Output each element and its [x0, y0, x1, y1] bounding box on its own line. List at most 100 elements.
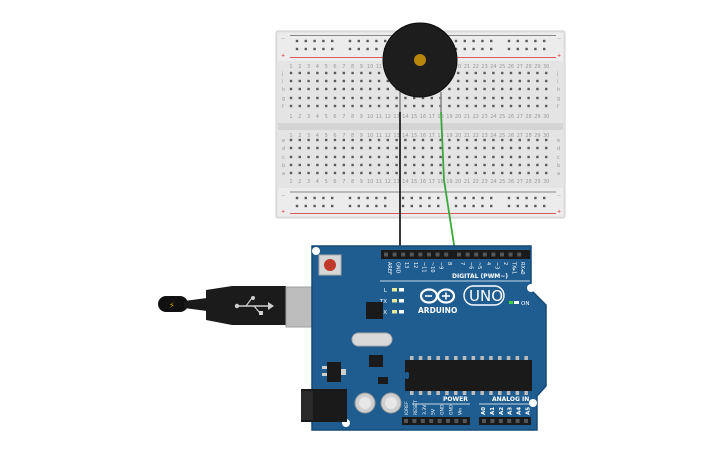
breadboard-hole[interactable]: [509, 96, 513, 100]
breadboard-hole[interactable]: [307, 155, 310, 159]
breadboard-hole[interactable]: [316, 71, 319, 75]
rail-hole[interactable]: [534, 47, 537, 51]
breadboard-hole[interactable]: [369, 71, 372, 75]
breadboard-hole[interactable]: [492, 163, 495, 167]
breadboard-hole[interactable]: [474, 138, 477, 142]
breadboard-hole[interactable]: [448, 163, 451, 167]
rail-hole[interactable]: [525, 47, 528, 51]
breadboard-hole[interactable]: [369, 87, 372, 91]
breadboard-hole[interactable]: [492, 71, 495, 75]
rail-hole[interactable]: [454, 47, 458, 51]
breadboard-hole[interactable]: [509, 138, 513, 142]
header-hole[interactable]: [500, 252, 504, 257]
breadboard-hole[interactable]: [307, 163, 310, 167]
breadboard-hole[interactable]: [377, 79, 381, 83]
breadboard-hole[interactable]: [492, 96, 495, 100]
rail-hole[interactable]: [384, 39, 387, 43]
header-hole[interactable]: [404, 419, 408, 423]
breadboard-hole[interactable]: [413, 138, 416, 142]
breadboard-hole[interactable]: [298, 71, 301, 75]
breadboard-hole[interactable]: [457, 96, 460, 100]
breadboard-hole[interactable]: [360, 146, 363, 150]
breadboard-hole[interactable]: [527, 71, 530, 75]
breadboard-hole[interactable]: [289, 171, 293, 175]
breadboard-hole[interactable]: [289, 138, 293, 142]
breadboard-hole[interactable]: [289, 79, 293, 83]
breadboard-hole[interactable]: [474, 163, 477, 167]
rail-hole[interactable]: [357, 39, 360, 43]
breadboard-hole[interactable]: [474, 79, 477, 83]
breadboard-hole[interactable]: [527, 104, 530, 108]
breadboard-hole[interactable]: [395, 104, 398, 108]
header-hole[interactable]: [465, 252, 470, 257]
rail-hole[interactable]: [410, 204, 413, 208]
breadboard-hole[interactable]: [474, 146, 477, 150]
rail-hole[interactable]: [401, 204, 405, 208]
breadboard-hole[interactable]: [527, 146, 530, 150]
breadboard-hole[interactable]: [386, 171, 389, 175]
rail-hole[interactable]: [375, 39, 378, 43]
rail-hole[interactable]: [507, 196, 511, 200]
breadboard-hole[interactable]: [465, 71, 469, 75]
breadboard-hole[interactable]: [369, 96, 372, 100]
rail-hole[interactable]: [490, 204, 493, 208]
rail-hole[interactable]: [375, 47, 378, 51]
breadboard-hole[interactable]: [316, 155, 319, 159]
header-hole[interactable]: [409, 252, 414, 257]
breadboard-hole[interactable]: [413, 155, 416, 159]
breadboard-hole[interactable]: [333, 163, 337, 167]
breadboard-hole[interactable]: [377, 96, 381, 100]
breadboard-hole[interactable]: [404, 171, 407, 175]
breadboard-hole[interactable]: [342, 79, 345, 83]
header-hole[interactable]: [457, 252, 461, 257]
breadboard-hole[interactable]: [474, 71, 477, 75]
rail-hole[interactable]: [322, 196, 325, 200]
breadboard-hole[interactable]: [360, 138, 363, 142]
rail-hole[interactable]: [507, 204, 511, 208]
breadboard-hole[interactable]: [448, 104, 451, 108]
header-hole[interactable]: [508, 252, 513, 257]
breadboard-hole[interactable]: [492, 171, 495, 175]
breadboard-hole[interactable]: [316, 96, 319, 100]
breadboard-hole[interactable]: [404, 163, 407, 167]
rail-hole[interactable]: [543, 47, 546, 51]
breadboard-hole[interactable]: [474, 104, 477, 108]
breadboard-hole[interactable]: [518, 79, 521, 83]
breadboard-hole[interactable]: [360, 79, 363, 83]
breadboard-hole[interactable]: [333, 155, 337, 159]
breadboard-hole[interactable]: [483, 71, 486, 75]
rail-hole[interactable]: [428, 204, 431, 208]
breadboard-hole[interactable]: [483, 138, 486, 142]
power-header[interactable]: [402, 417, 470, 425]
breadboard-hole[interactable]: [307, 104, 310, 108]
breadboard-hole[interactable]: [421, 104, 425, 108]
breadboard-hole[interactable]: [474, 155, 477, 159]
rail-hole[interactable]: [322, 47, 325, 51]
rail-hole[interactable]: [357, 204, 360, 208]
header-hole[interactable]: [392, 252, 397, 257]
breadboard-hole[interactable]: [465, 96, 469, 100]
breadboard-hole[interactable]: [298, 138, 301, 142]
breadboard-hole[interactable]: [298, 96, 301, 100]
breadboard-hole[interactable]: [377, 171, 381, 175]
breadboard-hole[interactable]: [360, 87, 363, 91]
breadboard-hole[interactable]: [527, 87, 530, 91]
header-hole[interactable]: [401, 252, 406, 257]
breadboard-hole[interactable]: [545, 171, 548, 175]
breadboard-hole[interactable]: [492, 138, 495, 142]
breadboard-hole[interactable]: [501, 71, 504, 75]
header-hole[interactable]: [490, 419, 495, 423]
rail-hole[interactable]: [490, 196, 493, 200]
rail-hole[interactable]: [419, 204, 422, 208]
rail-hole[interactable]: [481, 39, 484, 43]
breadboard-hole[interactable]: [509, 79, 513, 83]
rail-hole[interactable]: [295, 47, 299, 51]
breadboard-hole[interactable]: [501, 146, 504, 150]
breadboard-hole[interactable]: [333, 171, 337, 175]
breadboard-hole[interactable]: [395, 146, 398, 150]
breadboard-hole[interactable]: [351, 87, 354, 91]
breadboard-hole[interactable]: [298, 171, 301, 175]
rail-hole[interactable]: [375, 204, 378, 208]
breadboard-hole[interactable]: [501, 171, 504, 175]
breadboard-hole[interactable]: [360, 71, 363, 75]
